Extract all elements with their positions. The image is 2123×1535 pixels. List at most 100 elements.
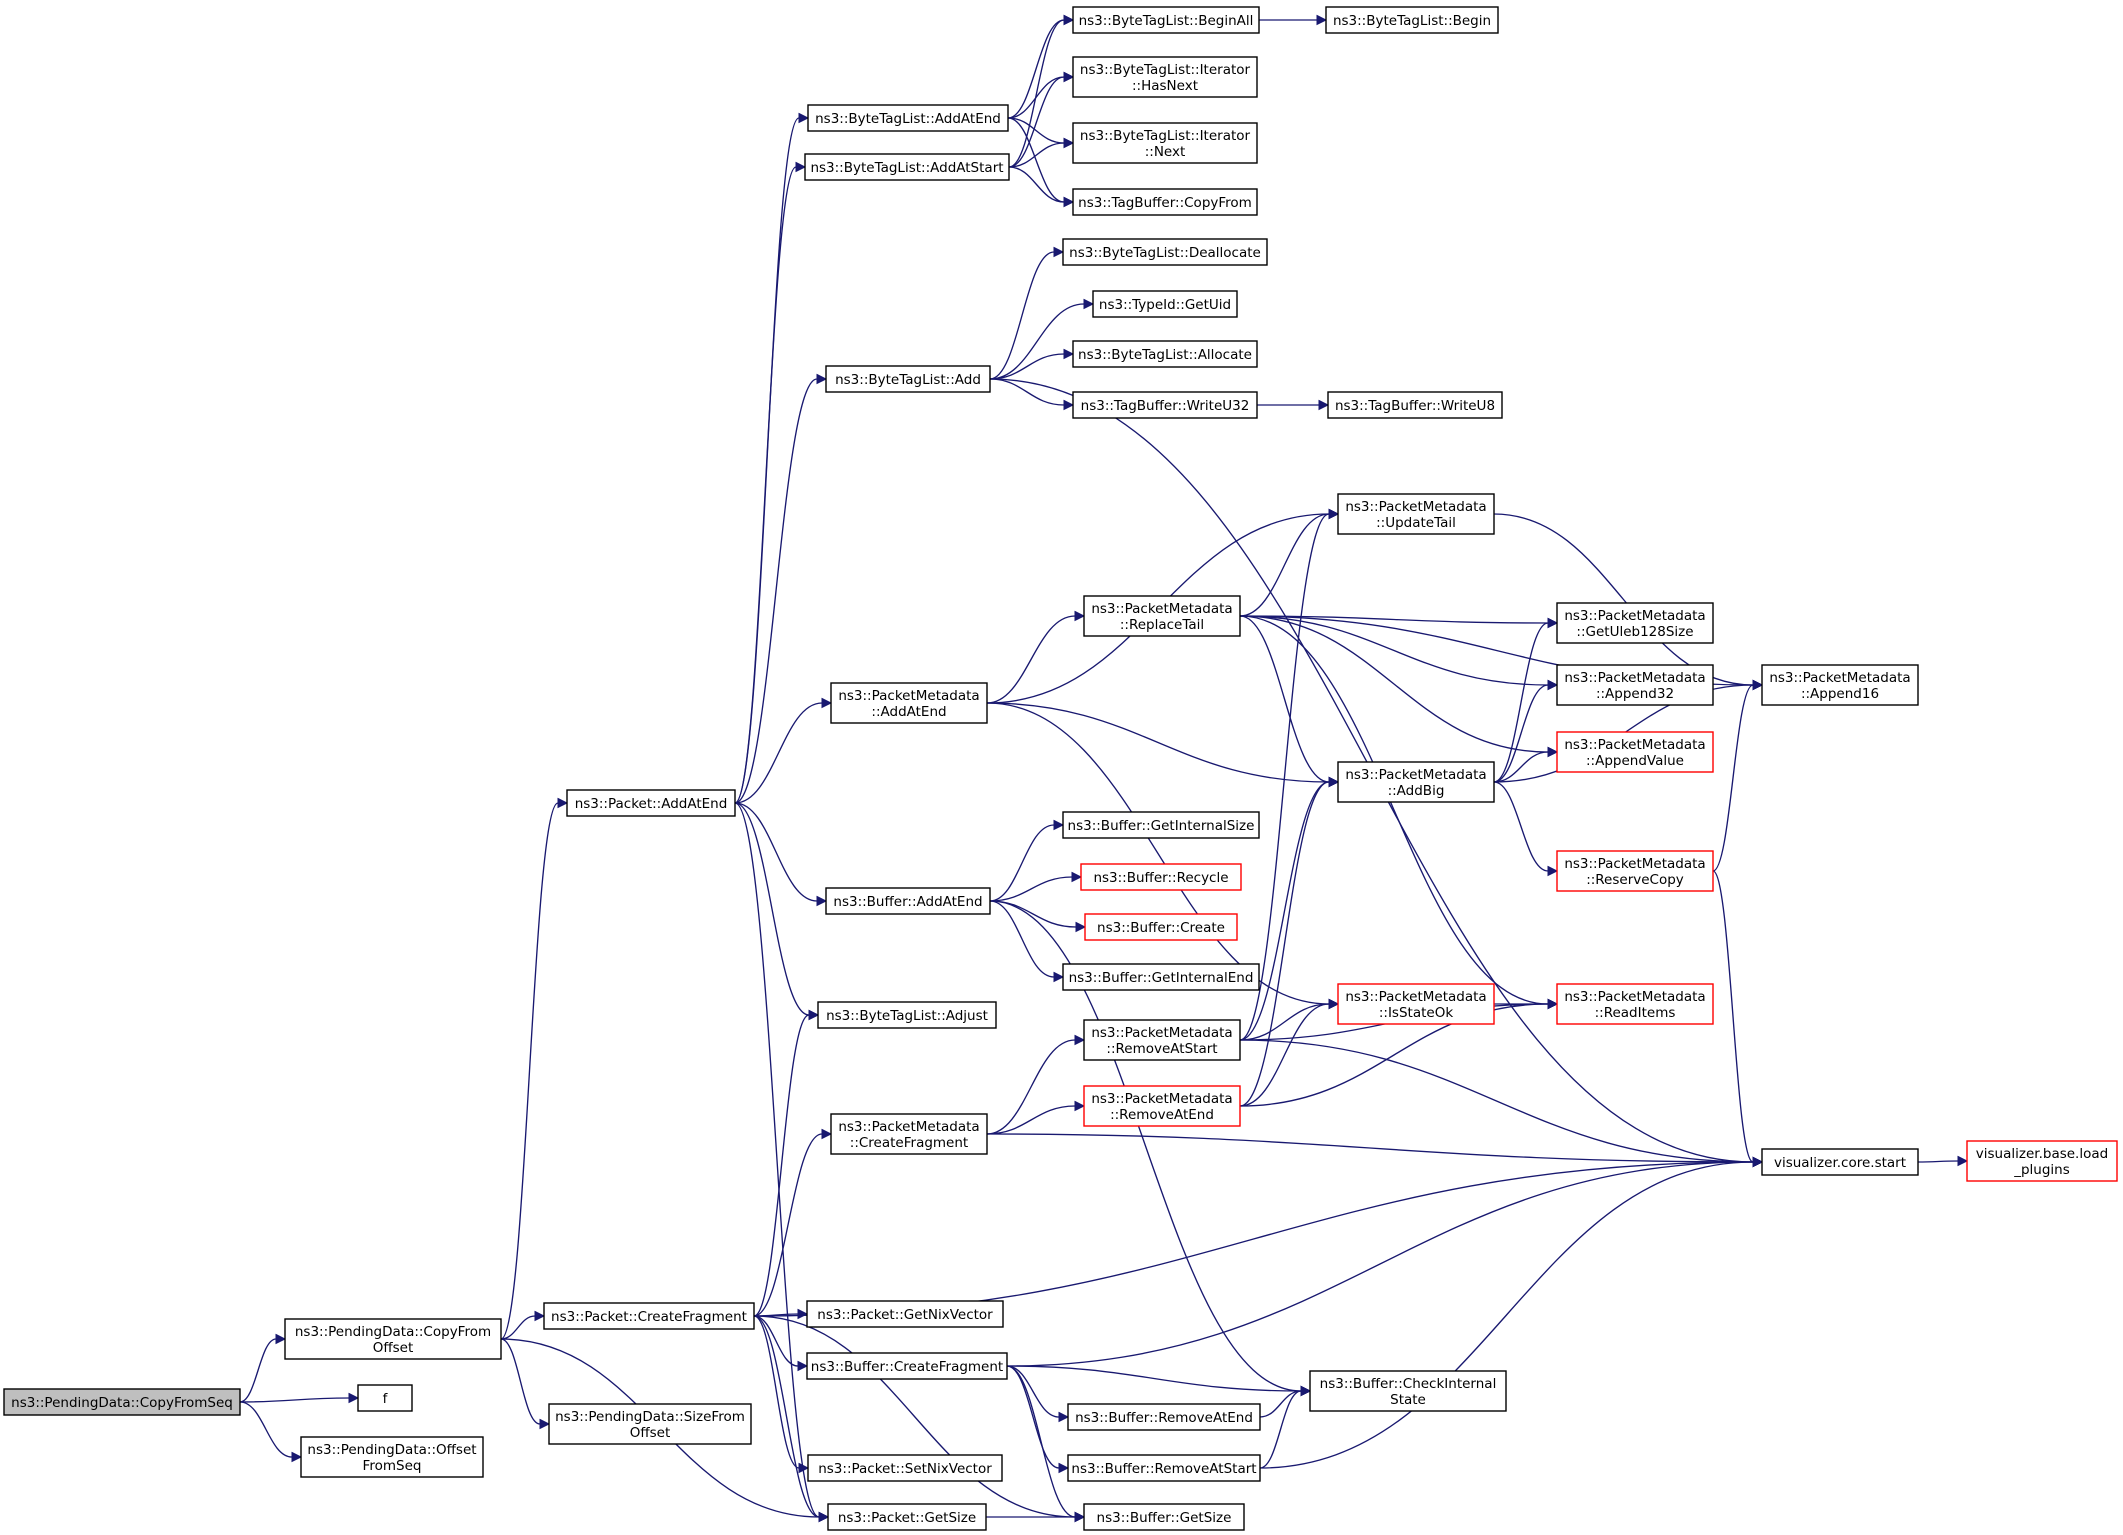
node-buf-create[interactable]: ns3::Buffer::Create — [1084, 913, 1238, 941]
edge-pm-reserve-copy-to-viz-start — [1712, 870, 1754, 1163]
node-label: ::ReserveCopy — [1586, 872, 1684, 888]
node-type-id-get-uid[interactable]: ns3::TypeId::GetUid — [1092, 290, 1238, 318]
edge-arrowhead — [1547, 746, 1559, 758]
edge-btl-add-at-end-to-tb-copy-from — [1007, 117, 1065, 203]
node-label: ::ReadItems — [1595, 1005, 1676, 1021]
edge-arrowhead — [1328, 508, 1340, 520]
node-label: ns3::Packet::GetSize — [838, 1510, 976, 1526]
node-pm-append16[interactable]: ns3::PacketMetadata::Append16 — [1761, 664, 1919, 706]
node-viz-start[interactable]: visualizer.core.start — [1761, 1148, 1919, 1176]
node-label: ns3::Buffer::AddAtEnd — [833, 894, 982, 910]
node-buf-get-internal-end[interactable]: ns3::Buffer::GetInternalEnd — [1062, 963, 1260, 991]
node-label: ns3::Packet::SetNixVector — [818, 1461, 992, 1477]
node-label: ns3::ByteTagList::Iterator — [1080, 128, 1251, 144]
node-label: ns3::PendingData::CopyFromSeq — [11, 1395, 233, 1411]
node-pm-update-tail[interactable]: ns3::PacketMetadata::UpdateTail — [1337, 493, 1495, 535]
edge-arrowhead — [818, 1511, 830, 1523]
edge-btl-add-at-start-to-tb-copy-from — [1008, 166, 1065, 203]
node-pm-read-items[interactable]: ns3::PacketMetadata::ReadItems — [1556, 983, 1714, 1025]
edge-arrowhead — [557, 797, 569, 809]
node-buf-recycle[interactable]: ns3::Buffer::Recycle — [1080, 863, 1242, 891]
node-pm-reserve-copy[interactable]: ns3::PacketMetadata::ReserveCopy — [1556, 850, 1714, 892]
node-box — [806, 1352, 1008, 1380]
edge-pm-add-at-end-to-pm-is-state-ok — [986, 702, 1330, 1005]
node-get-nix-vector[interactable]: ns3::Packet::GetNixVector — [806, 1300, 1004, 1328]
node-tb-write-u32[interactable]: ns3::TagBuffer::WriteU32 — [1072, 391, 1258, 419]
edge-arrowhead — [1063, 348, 1075, 360]
node-box — [1309, 1370, 1507, 1412]
node-label: ns3::Buffer::RemoveAtEnd — [1075, 1410, 1253, 1426]
node-buf-remove-at-end[interactable]: ns3::Buffer::RemoveAtEnd — [1067, 1403, 1261, 1431]
node-packet-add-at-end[interactable]: ns3::Packet::AddAtEnd — [566, 789, 736, 817]
node-label: ns3::Buffer::GetInternalEnd — [1069, 970, 1254, 986]
node-set-nix-vector[interactable]: ns3::Packet::SetNixVector — [807, 1454, 1003, 1482]
edge-arrowhead — [1547, 679, 1559, 691]
edge-arrowhead — [1063, 71, 1075, 83]
node-label: ns3::PendingData::CopyFrom — [295, 1324, 491, 1340]
node-root[interactable]: ns3::PendingData::CopyFromSeq — [3, 1388, 241, 1416]
node-label: ns3::PacketMetadata — [1345, 499, 1486, 515]
node-btl-add-at-end[interactable]: ns3::ByteTagList::AddAtEnd — [807, 104, 1009, 132]
node-label: ns3::TypeId::GetUid — [1099, 297, 1231, 313]
node-pm-remove-at-start[interactable]: ns3::PacketMetadata::RemoveAtStart — [1083, 1019, 1241, 1061]
node-btl-deallocate[interactable]: ns3::ByteTagList::Deallocate — [1062, 238, 1268, 266]
node-pm-add-big[interactable]: ns3::PacketMetadata::AddBig — [1337, 761, 1495, 803]
node-box — [1327, 391, 1503, 419]
node-btl-add[interactable]: ns3::ByteTagList::Add — [825, 365, 991, 393]
node-pm-is-state-ok[interactable]: ns3::PacketMetadata::IsStateOk — [1337, 983, 1495, 1025]
node-buf-get-internal-size[interactable]: ns3::Buffer::GetInternalSize — [1062, 811, 1260, 839]
node-pm-append-value[interactable]: ns3::PacketMetadata::AppendValue — [1556, 731, 1714, 773]
node-tb-write-u8[interactable]: ns3::TagBuffer::WriteU8 — [1327, 391, 1503, 419]
node-f[interactable]: f — [357, 1384, 413, 1412]
edge-pm-create-fragment-to-viz-start — [986, 1133, 1754, 1163]
node-btl-allocate[interactable]: ns3::ByteTagList::Allocate — [1072, 340, 1258, 368]
edge-buf-add-at-end-to-buf-get-internal-size — [989, 824, 1055, 902]
node-btl-begin[interactable]: ns3::ByteTagList::Begin — [1325, 6, 1499, 34]
node-btl-adjust[interactable]: ns3::ByteTagList::Adjust — [817, 1001, 997, 1029]
edge-btl-add-to-tb-write-u32 — [989, 378, 1065, 406]
node-buf-create-fragment[interactable]: ns3::Buffer::CreateFragment — [806, 1352, 1008, 1380]
edge-arrowhead — [797, 1360, 809, 1372]
node-it-has-next[interactable]: ns3::ByteTagList::Iterator::HasNext — [1072, 56, 1258, 98]
node-pm-append32[interactable]: ns3::PacketMetadata::Append32 — [1556, 664, 1714, 706]
node-buf-get-size[interactable]: ns3::Buffer::GetSize — [1083, 1503, 1245, 1531]
node-pm-create-fragment[interactable]: ns3::PacketMetadata::CreateFragment — [830, 1113, 988, 1155]
node-btl-begin-all[interactable]: ns3::ByteTagList::BeginAll — [1072, 6, 1260, 34]
edge-arrowhead — [1752, 1156, 1764, 1168]
edge-pm-add-big-to-pm-append-value — [1493, 751, 1549, 783]
edge-btl-add-at-start-to-it-has-next — [1008, 76, 1065, 168]
node-label: ns3::ByteTagList::AddAtStart — [810, 160, 1003, 176]
node-label: ns3::ByteTagList::Adjust — [826, 1008, 988, 1024]
edge-arrowhead — [1075, 921, 1087, 933]
node-packet-get-size[interactable]: ns3::Packet::GetSize — [827, 1503, 987, 1531]
node-label: FromSeq — [363, 1458, 422, 1474]
node-box — [1072, 188, 1258, 216]
node-pm-get-uleb[interactable]: ns3::PacketMetadata::GetUleb128Size — [1556, 602, 1714, 644]
node-box — [1072, 56, 1258, 98]
node-pm-replace-tail[interactable]: ns3::PacketMetadata::ReplaceTail — [1083, 595, 1241, 637]
node-pm-remove-at-end[interactable]: ns3::PacketMetadata::RemoveAtEnd — [1083, 1085, 1241, 1127]
node-buf-remove-at-start[interactable]: ns3::Buffer::RemoveAtStart — [1067, 1454, 1261, 1482]
node-viz-load-plugins[interactable]: visualizer.base.load_plugins — [1966, 1140, 2118, 1182]
node-box — [1083, 1085, 1241, 1127]
node-pm-add-at-end[interactable]: ns3::PacketMetadata::AddAtEnd — [830, 682, 988, 724]
edge-pm-remove-at-start-to-pm-update-tail — [1239, 513, 1330, 1041]
node-btl-add-at-start[interactable]: ns3::ByteTagList::AddAtStart — [804, 153, 1010, 181]
node-buf-add-at-end[interactable]: ns3::Buffer::AddAtEnd — [825, 887, 991, 915]
node-box — [566, 789, 736, 817]
edge-arrowhead — [795, 161, 807, 173]
node-tb-copy-from[interactable]: ns3::TagBuffer::CopyFrom — [1072, 188, 1258, 216]
node-box — [1083, 1503, 1245, 1531]
node-label: Offset — [373, 1340, 414, 1356]
node-it-next[interactable]: ns3::ByteTagList::Iterator::Next — [1072, 122, 1258, 164]
node-label: ns3::PacketMetadata — [1564, 856, 1705, 872]
node-packet-create-fragment[interactable]: ns3::Packet::CreateFragment — [543, 1302, 755, 1330]
node-label: ::ReplaceTail — [1120, 617, 1204, 633]
edge-arrowhead — [539, 1418, 551, 1430]
edge-pm-remove-at-end-to-pm-read-items — [1239, 1003, 1549, 1107]
node-label: ns3::TagBuffer::CopyFrom — [1078, 195, 1252, 211]
